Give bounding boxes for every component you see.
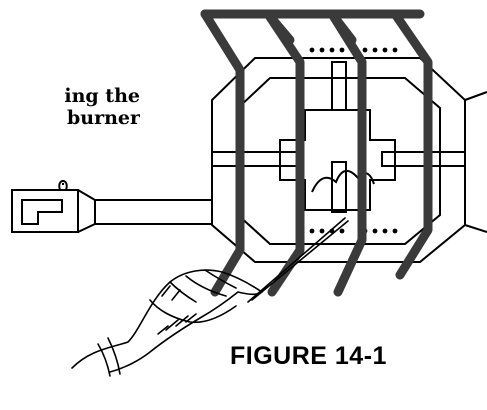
burner-outer-octagon	[211, 57, 466, 263]
figure-caption: ing the burner	[0, 85, 140, 129]
shutter-detail	[21, 199, 63, 225]
burner-icon	[211, 57, 487, 263]
hand-outline	[71, 269, 263, 373]
port-left	[211, 151, 303, 167]
port-top	[331, 61, 347, 111]
burner-cross	[279, 109, 396, 211]
grate-bar-3	[327, 9, 367, 297]
flame-opening	[311, 170, 375, 193]
figure-label: FIGURE 14-1	[230, 342, 387, 370]
hand-shading	[157, 285, 197, 335]
grate-bar-1	[200, 9, 245, 297]
grate-bar-4	[390, 9, 433, 280]
hand-thumb	[149, 299, 237, 324]
tool-wire	[247, 217, 349, 303]
venturi-tube	[11, 180, 212, 233]
caption-line-1: ing the	[64, 85, 140, 107]
hand-holding-tool-icon	[71, 217, 349, 377]
hand-wrist	[97, 337, 121, 377]
port-holes	[309, 47, 398, 234]
hand-fingers	[169, 269, 237, 303]
caption-line-2: burner	[66, 107, 140, 129]
tube-body	[77, 189, 212, 233]
grate-side-1	[263, 9, 357, 45]
air-shutter	[11, 189, 79, 233]
port-bottom	[331, 161, 347, 213]
burner-right-sleeve	[464, 91, 487, 233]
shutter-knob	[58, 180, 68, 191]
